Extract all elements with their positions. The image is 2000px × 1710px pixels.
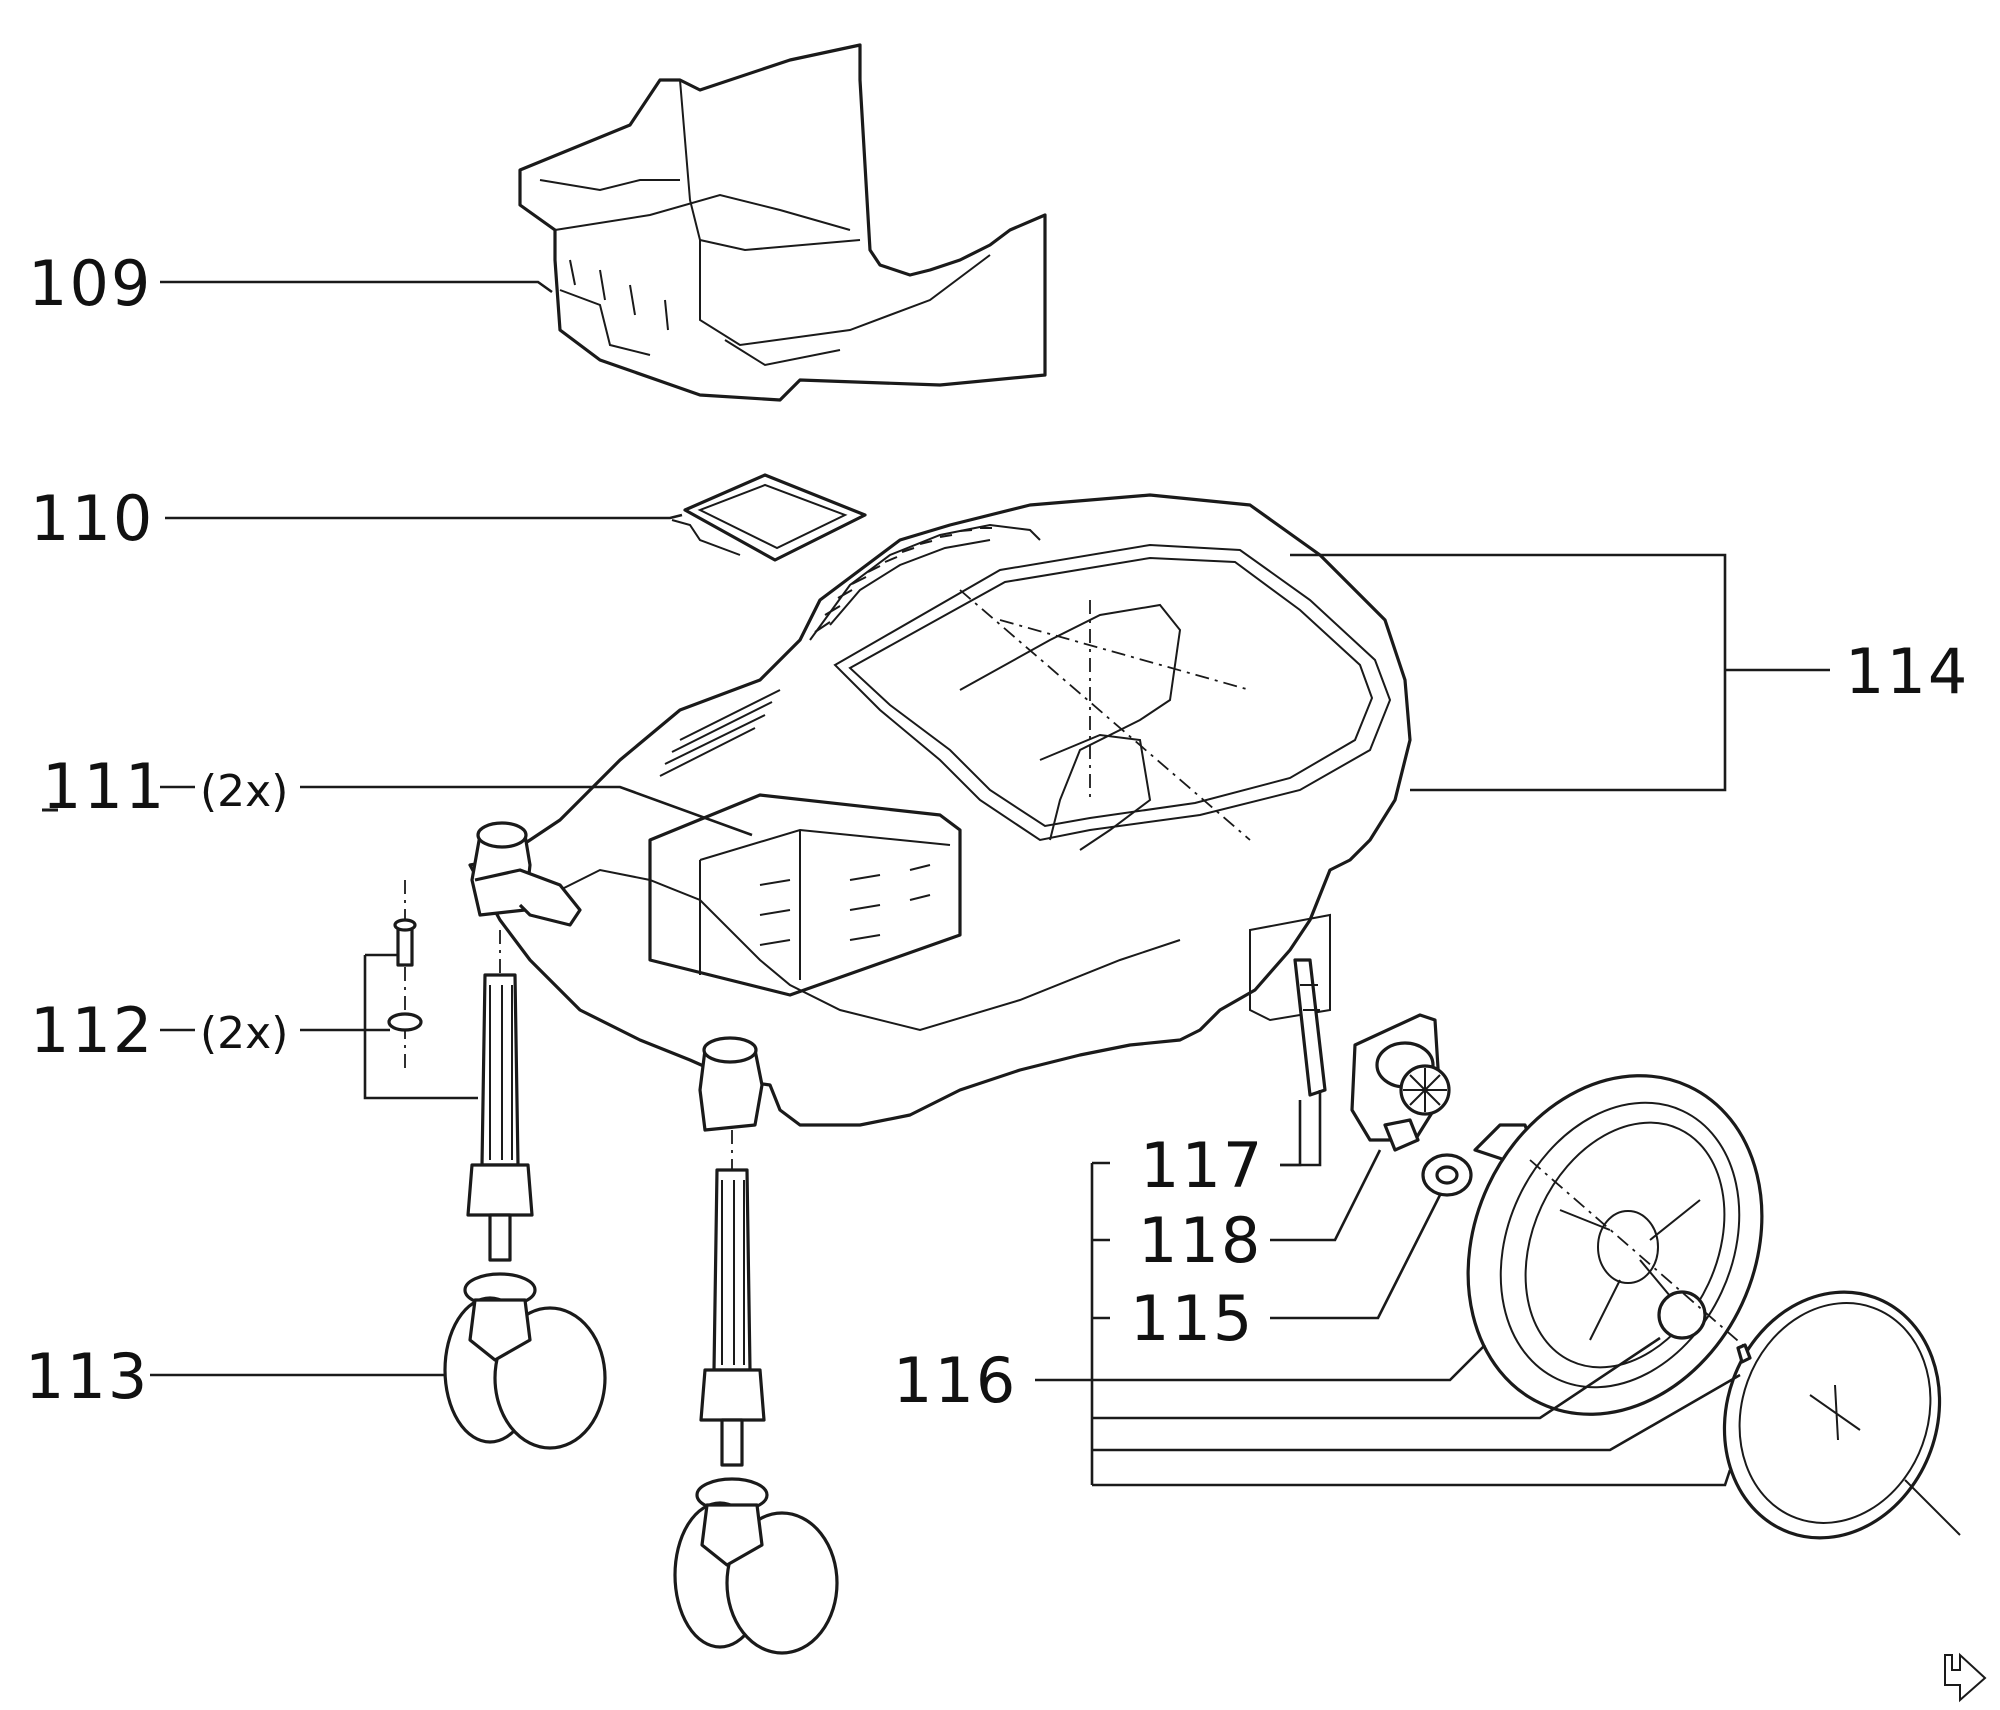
label-110: 110	[30, 482, 154, 555]
label-114: 114	[1845, 635, 1969, 708]
part-114-main-housing	[468, 493, 1412, 1132]
label-115: 115	[1130, 1282, 1254, 1355]
leader-lines	[150, 280, 1830, 1487]
part-113-caster-left	[443, 930, 607, 1450]
part-109-top-tray	[518, 43, 1047, 402]
label-111-quantity: (2x)	[200, 766, 288, 817]
label-111: 111	[42, 750, 166, 823]
label-113: 113	[25, 1340, 149, 1413]
part-116-wheel-cap	[1722, 1290, 1961, 1540]
label-116: 116	[893, 1344, 1017, 1417]
label-118: 118	[1138, 1204, 1262, 1277]
part-117-axle-bracket	[1293, 958, 1327, 1097]
part-113-caster-right	[673, 1130, 839, 1655]
label-117: 117	[1140, 1129, 1264, 1202]
part-number-labels: 109 110 111 (2x) 112 (2x) 113 114 115 11…	[25, 247, 1969, 1417]
part-112-screw-clip	[387, 880, 423, 1070]
part-118-motor-gear	[1350, 1013, 1451, 1152]
label-112-quantity: (2x)	[200, 1008, 288, 1059]
label-112: 112	[30, 994, 154, 1067]
next-page-arrow-icon	[1944, 1652, 1987, 1703]
label-109: 109	[28, 247, 152, 320]
part-110-filter-frame	[671, 473, 867, 562]
part-116-rear-wheel	[1466, 1074, 1764, 1416]
